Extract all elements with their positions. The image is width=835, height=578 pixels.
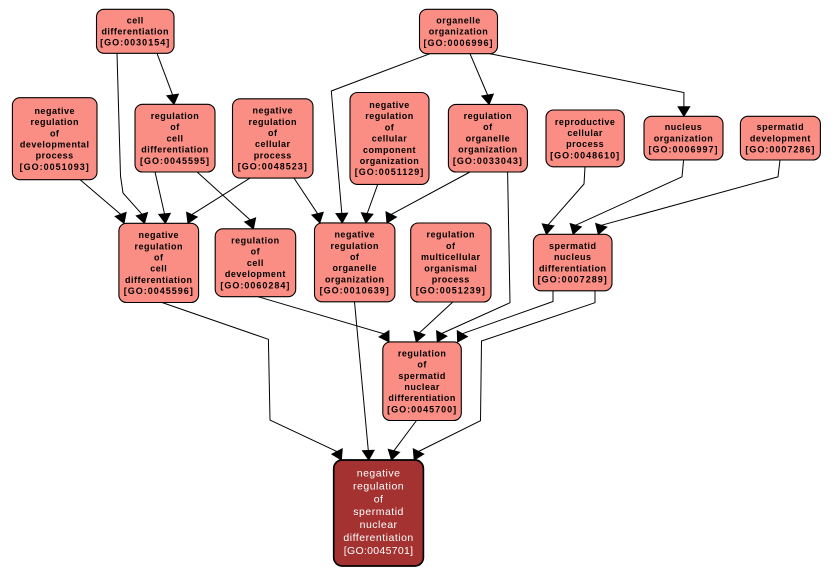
svg-text:spermatiddevelopment[GO:000728: spermatiddevelopment[GO:0007286] [745, 122, 815, 154]
svg-text:regulationofspermatidnucleardi: regulationofspermatidnucleardifferentiat… [387, 348, 457, 414]
svg-text:nucleusorganization[GO:0006997: nucleusorganization[GO:0006997] [648, 122, 718, 154]
svg-text:regulationofmulticellularorgan: regulationofmulticellularorganismalproce… [416, 230, 486, 296]
svg-text:negativeregulationoforganelleo: negativeregulationoforganelleorganizatio… [320, 230, 390, 296]
svg-text:regulationofcelldevelopment[GO: regulationofcelldevelopment[GO:0060284] [220, 236, 290, 291]
svg-text:regulationoforganelleorganizat: regulationoforganelleorganization[GO:003… [453, 111, 523, 166]
svg-text:negativeregulationofcelldiffer: negativeregulationofcelldifferentiation[… [124, 230, 194, 296]
svg-text:spermatidnucleusdifferentiatio: spermatidnucleusdifferentiation[GO:00072… [538, 241, 608, 285]
svg-text:negativeregulationofcellularpr: negativeregulationofcellularprocess[GO:0… [238, 106, 308, 172]
svg-text:reproductivecellularprocess[GO: reproductivecellularprocess[GO:0048610] [550, 117, 620, 161]
svg-text:organelleorganization[GO:00069: organelleorganization[GO:0006996] [423, 16, 493, 48]
svg-text:celldifferentiation[GO:0030154: celldifferentiation[GO:0030154] [100, 15, 170, 47]
svg-text:negativeregulationofspermatidn: negativeregulationofspermatidnucleardiff… [343, 468, 413, 557]
svg-text:negativeregulationofdevelopmen: negativeregulationofdevelopmentalprocess… [20, 106, 90, 172]
svg-text:regulationofcelldifferentiatio: regulationofcelldifferentiation[GO:00455… [140, 111, 210, 166]
svg-text:negativeregulationofcellularco: negativeregulationofcellularcomponentorg… [355, 100, 425, 177]
